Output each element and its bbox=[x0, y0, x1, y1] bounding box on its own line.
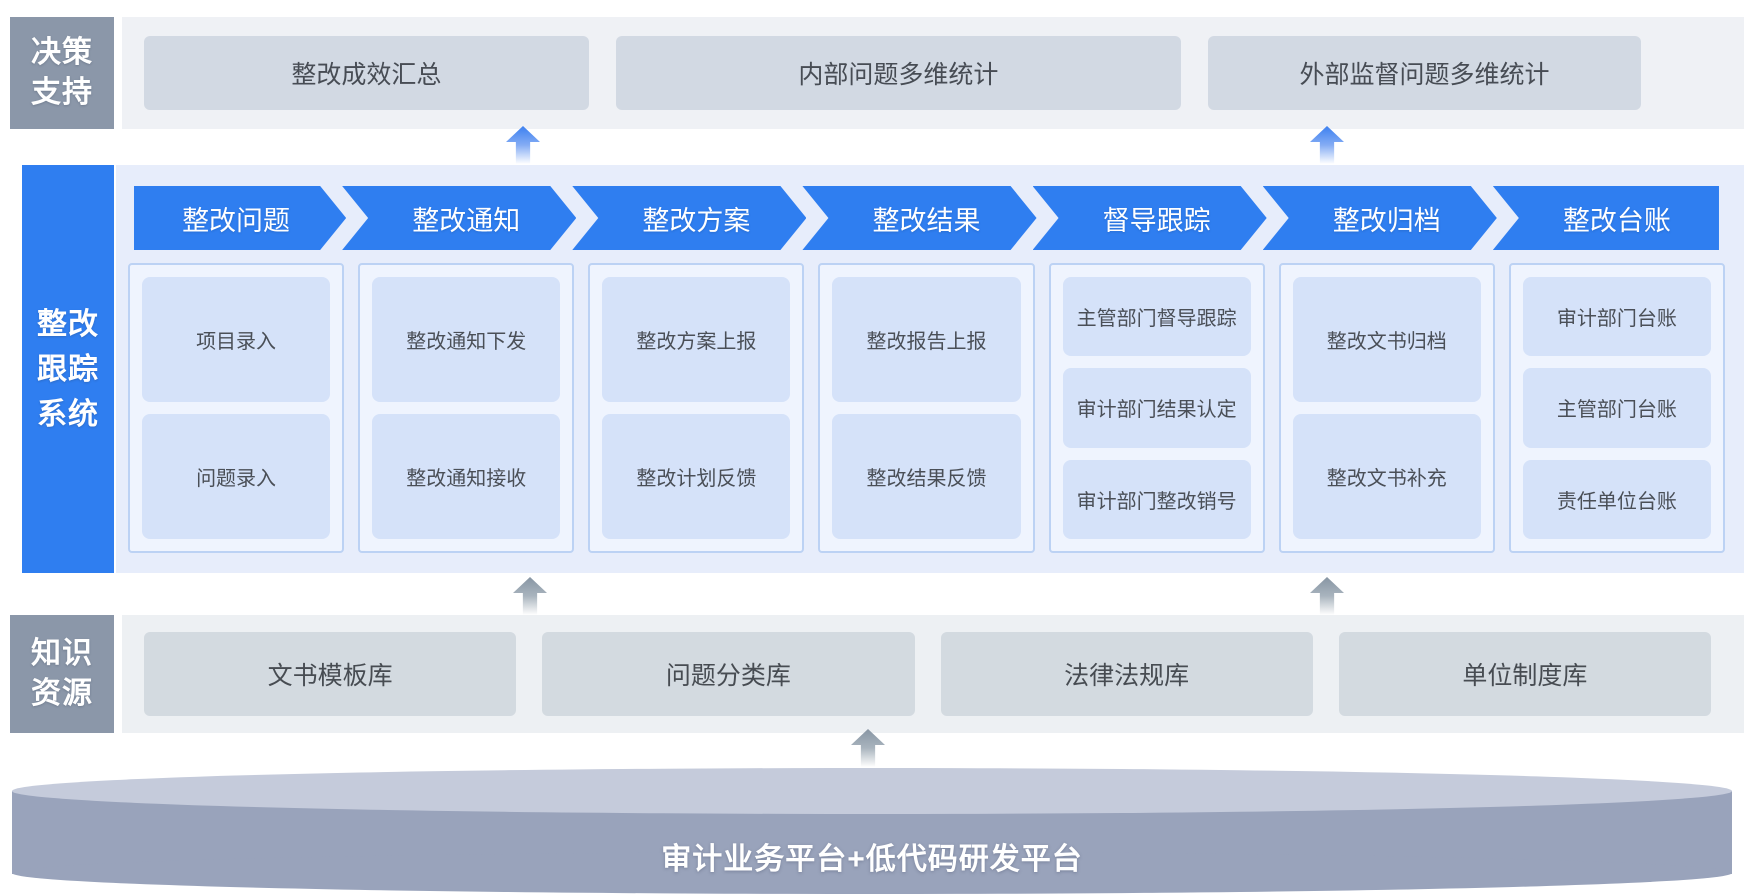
stage-title: 整改台账 bbox=[1562, 205, 1671, 236]
stage-title: 整改归档 bbox=[1332, 205, 1441, 236]
flow-column: 整改归档 整改文书归档整改文书补充 bbox=[1272, 186, 1502, 553]
label-line: 系统 bbox=[37, 397, 99, 431]
module-box: 整改通知下发 bbox=[372, 277, 561, 402]
up-arrow-icon bbox=[851, 729, 885, 767]
up-arrow-icon bbox=[513, 577, 547, 615]
stage-arrow-shape bbox=[1263, 186, 1497, 250]
module-box: 问题录入 bbox=[142, 414, 331, 539]
knowledge-box: 法律法规库 bbox=[940, 632, 1313, 716]
stage-title: 整改结果 bbox=[872, 205, 981, 236]
stage-title: 整改问题 bbox=[182, 205, 291, 236]
label-line: 决策 bbox=[31, 35, 93, 69]
decision-box: 内部问题多维统计 bbox=[615, 36, 1182, 110]
module-box: 整改结果反馈 bbox=[832, 414, 1021, 539]
flow-stage-header: 整改方案 bbox=[588, 186, 804, 250]
decision-support-content: 整改成效汇总内部问题多维统计外部监督问题多维统计 bbox=[122, 17, 1744, 129]
knowledge-resources-label: 知识 资源 bbox=[10, 615, 114, 733]
flow-stage-header: 整改台账 bbox=[1492, 186, 1725, 250]
module-box: 审计部门台账 bbox=[1522, 277, 1711, 357]
flow-column: 整改通知 整改通知下发整改通知接收 bbox=[351, 186, 581, 553]
stage-title: 整改方案 bbox=[642, 205, 751, 236]
module-box: 责任单位台账 bbox=[1522, 459, 1711, 539]
module-box: 整改计划反馈 bbox=[602, 414, 791, 539]
tracking-system-content: 整改问题 项目录入问题录入 整改通知 整改通知下发整改通知接收 整改方案 整改方… bbox=[116, 165, 1744, 573]
knowledge-box: 文书模板库 bbox=[144, 632, 517, 716]
stage-title: 督导跟踪 bbox=[1102, 205, 1211, 236]
knowledge-resources-content: 文书模板库问题分类库法律法规库单位制度库 bbox=[122, 615, 1744, 733]
stage-panel: 整改文书归档整改文书补充 bbox=[1278, 263, 1495, 553]
up-arrow-icon bbox=[1310, 577, 1344, 615]
platform-title: 审计业务平台+低代码研发平台 bbox=[661, 843, 1083, 876]
up-arrow-icon bbox=[1310, 126, 1344, 164]
module-box: 审计部门整改销号 bbox=[1062, 459, 1251, 539]
module-box: 审计部门结果认定 bbox=[1062, 368, 1251, 448]
section-tracking-system: 整改 跟踪 系统 整改问题 项目录入问题录入 整改通知 整改通知下发整改通知接收… bbox=[22, 165, 1744, 573]
flow-stage-header: 督导跟踪 bbox=[1049, 186, 1265, 250]
module-box: 主管部门台账 bbox=[1522, 368, 1711, 448]
flow-stage-header: 整改归档 bbox=[1279, 186, 1495, 250]
section-knowledge-resources: 知识 资源 文书模板库问题分类库法律法规库单位制度库 bbox=[10, 615, 1744, 733]
stage-arrow-shape bbox=[342, 186, 576, 250]
flow-stage-header: 整改问题 bbox=[128, 186, 344, 250]
platform-cylinder: 审计业务平台+低代码研发平台 bbox=[12, 768, 1732, 894]
label-line: 支持 bbox=[31, 76, 93, 109]
stage-panel: 整改方案上报整改计划反馈 bbox=[588, 263, 805, 553]
stage-title: 整改通知 bbox=[412, 205, 521, 236]
stage-panel: 整改报告上报整改结果反馈 bbox=[818, 263, 1035, 553]
stage-panel: 审计部门台账主管部门台账责任单位台账 bbox=[1508, 263, 1725, 553]
label-line: 资源 bbox=[31, 677, 93, 710]
flow-columns: 整改问题 项目录入问题录入 整改通知 整改通知下发整改通知接收 整改方案 整改方… bbox=[121, 186, 1732, 553]
decision-box: 整改成效汇总 bbox=[144, 36, 589, 110]
flow-column: 整改结果 整改报告上报整改结果反馈 bbox=[811, 186, 1041, 553]
knowledge-box: 问题分类库 bbox=[542, 632, 915, 716]
flow-stage-header: 整改通知 bbox=[358, 186, 574, 250]
flow-column: 整改台账 审计部门台账主管部门台账责任单位台账 bbox=[1492, 186, 1732, 553]
label-line: 跟踪 bbox=[37, 352, 99, 386]
up-arrow-icon bbox=[506, 126, 540, 164]
flow-column: 整改问题 项目录入问题录入 bbox=[121, 186, 351, 553]
label-line: 知识 bbox=[31, 636, 93, 670]
stage-arrow-shape bbox=[1033, 186, 1267, 250]
decision-box: 外部监督问题多维统计 bbox=[1208, 36, 1642, 110]
stage-panel: 主管部门督导跟踪审计部门结果认定审计部门整改销号 bbox=[1048, 263, 1265, 553]
module-box: 项目录入 bbox=[142, 277, 331, 402]
tracking-system-label: 整改 跟踪 系统 bbox=[22, 165, 114, 573]
flow-stage-header: 整改结果 bbox=[818, 186, 1034, 250]
stage-arrow-shape bbox=[1492, 186, 1719, 250]
module-box: 整改通知接收 bbox=[372, 414, 561, 539]
stage-arrow-shape bbox=[802, 186, 1036, 250]
knowledge-box: 单位制度库 bbox=[1338, 632, 1711, 716]
flow-column: 督导跟踪 主管部门督导跟踪审计部门结果认定审计部门整改销号 bbox=[1042, 186, 1272, 553]
stage-panel: 整改通知下发整改通知接收 bbox=[358, 263, 575, 553]
module-box: 整改报告上报 bbox=[832, 277, 1021, 402]
module-box: 整改文书补充 bbox=[1292, 414, 1481, 539]
stage-panel: 项目录入问题录入 bbox=[128, 263, 345, 553]
module-box: 整改方案上报 bbox=[602, 277, 791, 402]
cylinder-bottom-face bbox=[12, 852, 1732, 894]
stage-arrow-shape bbox=[572, 186, 806, 250]
section-decision-support: 决策 支持 整改成效汇总内部问题多维统计外部监督问题多维统计 bbox=[10, 17, 1744, 129]
cylinder-top-face bbox=[12, 768, 1732, 814]
module-box: 主管部门督导跟踪 bbox=[1062, 277, 1251, 357]
decision-support-label: 决策 支持 bbox=[10, 17, 114, 129]
flow-column: 整改方案 整改方案上报整改计划反馈 bbox=[581, 186, 811, 553]
label-line: 整改 bbox=[37, 307, 99, 341]
stage-arrow-shape bbox=[134, 186, 346, 250]
module-box: 整改文书归档 bbox=[1292, 277, 1481, 402]
